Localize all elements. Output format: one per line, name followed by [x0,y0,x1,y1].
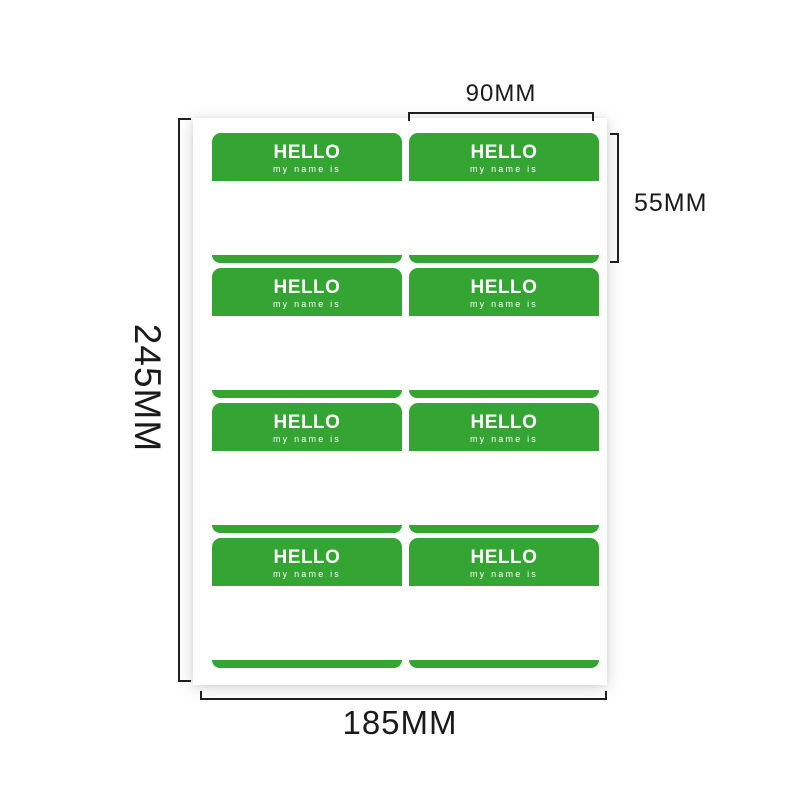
sticker-title: HELLO [273,547,341,568]
dim-bracket-sticker-width [408,112,594,121]
dim-bracket-sticker-height [610,133,619,263]
sticker-bottom-strip [212,525,402,533]
sticker-grid: HELLO my name is HELLO my name is HELLO … [212,133,599,668]
name-tag-sticker: HELLO my name is [409,133,599,263]
sticker-title: HELLO [470,412,538,433]
dim-label-sheet-height: 245MM [127,323,168,453]
sticker-header-band: HELLO my name is [409,403,599,451]
sticker-bottom-strip [212,390,402,398]
sticker-write-area [409,316,599,390]
sticker-bottom-strip [409,525,599,533]
dim-label-sheet-width: 185MM [342,704,458,741]
sticker-title: HELLO [470,547,538,568]
sticker-bottom-strip [409,660,599,668]
dim-label-sticker-height: 55MM [634,189,708,217]
sticker-write-area [212,451,402,525]
sticker-bottom-strip [212,255,402,263]
name-tag-sticker: HELLO my name is [409,268,599,398]
name-tag-sticker: HELLO my name is [212,538,402,668]
sticker-subtitle: my name is [272,299,341,309]
sticker-subtitle: my name is [272,434,341,444]
dim-bracket-sheet-width [200,691,607,700]
dim-label-sticker-width: 90MM [465,80,537,107]
sticker-subtitle: my name is [469,164,538,174]
sticker-bottom-strip [409,390,599,398]
sticker-title: HELLO [273,142,341,163]
sticker-write-area [212,316,402,390]
sticker-write-area [409,181,599,255]
sticker-subtitle: my name is [272,569,341,579]
sticker-header-band: HELLO my name is [212,268,402,316]
sticker-subtitle: my name is [469,434,538,444]
sticker-title: HELLO [273,277,341,298]
sticker-header-band: HELLO my name is [212,133,402,181]
sticker-header-band: HELLO my name is [409,268,599,316]
name-tag-sticker: HELLO my name is [212,133,402,263]
sticker-write-area [409,451,599,525]
sticker-header-band: HELLO my name is [212,403,402,451]
sticker-write-area [212,586,402,660]
name-tag-sticker: HELLO my name is [212,268,402,398]
sticker-title: HELLO [470,277,538,298]
sticker-header-band: HELLO my name is [409,538,599,586]
dim-bracket-sheet-height [178,118,191,682]
sticker-header-band: HELLO my name is [212,538,402,586]
sticker-subtitle: my name is [469,569,538,579]
name-tag-sticker: HELLO my name is [212,403,402,533]
sticker-bottom-strip [212,660,402,668]
name-tag-sticker: HELLO my name is [409,403,599,533]
sticker-title: HELLO [273,412,341,433]
sticker-bottom-strip [409,255,599,263]
sticker-header-band: HELLO my name is [409,133,599,181]
sticker-write-area [409,586,599,660]
sticker-subtitle: my name is [272,164,341,174]
name-tag-sticker: HELLO my name is [409,538,599,668]
sticker-write-area [212,181,402,255]
sticker-subtitle: my name is [469,299,538,309]
sticker-sheet: HELLO my name is HELLO my name is HELLO … [193,118,607,685]
sticker-title: HELLO [470,142,538,163]
